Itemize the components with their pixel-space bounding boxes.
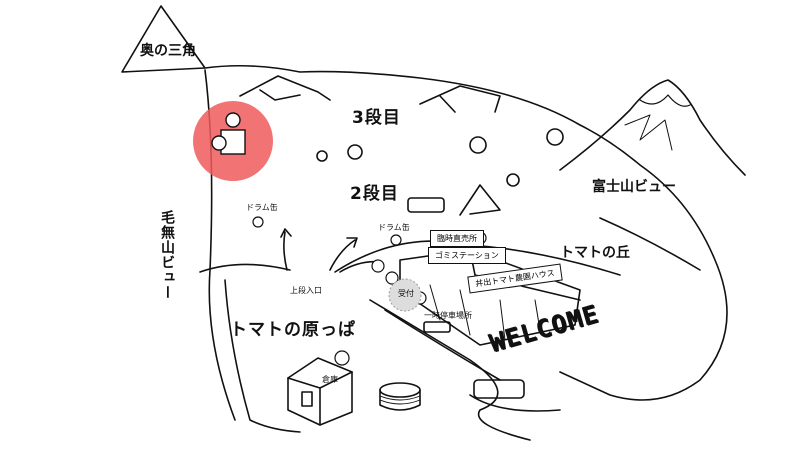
gomi-station-label: ゴミステーション [428,247,506,264]
soko-label: 倉庫 [322,375,338,384]
road [369,299,531,441]
drum-can-left-label: ドラム缶 [246,203,278,212]
tree-icon [347,144,363,160]
storage-house [287,357,353,426]
tree-icon [316,150,328,162]
tomato-no-oka-label: トマトの丘 [560,245,630,261]
restroom-icon [211,135,227,151]
mount-fuji [559,79,746,176]
oku-no-sankaku-triangle [121,5,206,73]
arrow-icon [280,228,292,271]
drum-can-center-label: ドラム缶 [378,223,410,232]
drum-can-icon [252,216,264,228]
tent-icon [459,184,501,216]
tent-icon [419,85,501,113]
ichiji-teishajo-label: 一時停車場所 [424,311,472,320]
keyasan-view-label: 毛無山ビュー [159,210,175,300]
restroom-icon [334,350,350,366]
tree-icon [469,136,487,154]
fujisan-view-label: 富士山ビュー [592,179,676,195]
arrow-icon [329,237,358,271]
water-tap-icon [385,271,399,285]
rinji-chokubaijo-label: 臨時直売所 [430,230,484,247]
tree-icon [546,128,564,146]
reception-marker [388,278,422,312]
tent-icon [239,75,331,101]
water-tank [379,382,421,398]
oku-no-sankaku-label: 奥の三角 [140,43,196,59]
sandanme-label: 3段目 [352,108,401,128]
nidanme-label: 2段目 [350,184,399,204]
car-icon [407,197,445,213]
water-tap-icon [225,112,241,128]
uketsuke-label: 受付 [398,289,414,298]
car-icon [473,379,525,399]
site-boundary [204,64,728,401]
tomato-no-harappa-label: トマトの原っぱ [230,320,356,340]
tree-icon [506,173,520,187]
car-icon [423,321,451,333]
restroom-icon [371,259,385,273]
jodan-iriguchi-label: 上段入口 [290,286,322,295]
drum-can-icon [390,234,402,246]
